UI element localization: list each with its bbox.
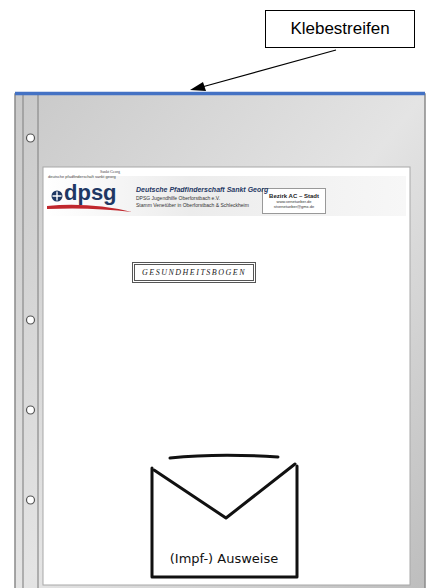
header-text: Stamm Venetüber in Oberforstbach & Schle… [136, 203, 249, 209]
box-text: (Impf-) Ausweise [170, 551, 279, 566]
box-text: www.venetueber.de [277, 199, 312, 204]
text-box: Klebestreifen [265, 10, 415, 48]
logo-swoosh [47, 205, 132, 212]
header-text: DPSG Jugendhilfe Oberforstbach e.V. [136, 196, 220, 202]
logo-emblem [53, 192, 62, 201]
text-box: GESUNDHEITSBOGEN [132, 262, 256, 283]
header-band [46, 176, 406, 216]
header-text: Sankt Georg [100, 170, 120, 174]
envelope-stroke [170, 455, 278, 458]
text-box: Bezirk AC – Stadtwww.venetueber.destvene… [262, 188, 326, 214]
box-text: GESUNDHEITSBOGEN [142, 268, 246, 277]
sleeve [15, 94, 425, 588]
sleeve-edge [22, 95, 23, 588]
logo-text: dpsg [64, 181, 117, 205]
sleeve-edge [37, 95, 38, 588]
punch-hole [27, 406, 35, 414]
paper-sheet [43, 167, 410, 585]
envelope-stroke [154, 464, 295, 518]
adhesive-tape [15, 92, 425, 96]
punch-hole [27, 134, 35, 142]
header-text: Deutsche Pfadfinderschaft Sankt Georg [136, 186, 268, 194]
header-text: deutsche pfadfinderschaft sankt georg [48, 175, 116, 179]
punch-hole [27, 316, 35, 324]
envelope: (Impf-) Ausweise [148, 452, 300, 580]
leader-line [202, 50, 336, 87]
arrowhead [190, 82, 206, 91]
punch-hole [27, 496, 35, 504]
box-text: stvenetueber@gmx.de [274, 204, 314, 209]
logo-emblem [52, 191, 63, 202]
box-text: Bezirk AC – Stadt [269, 193, 319, 199]
box-text: Klebestreifen [290, 19, 389, 39]
